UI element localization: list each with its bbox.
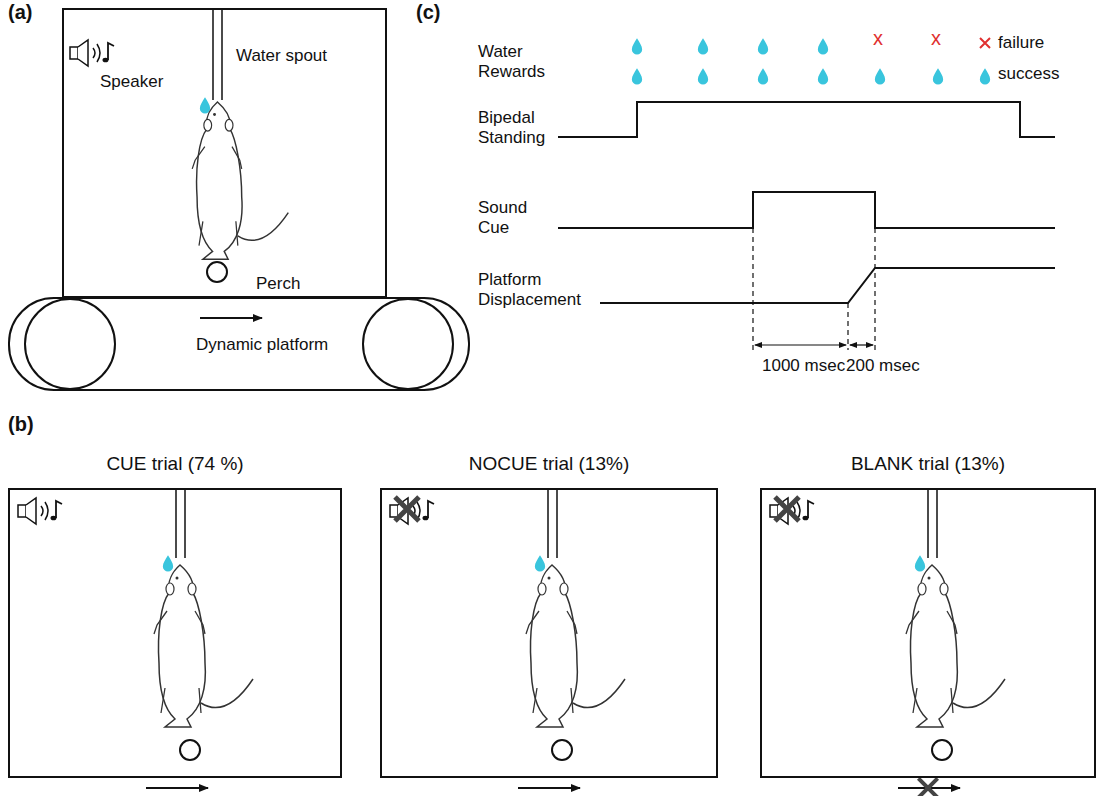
trial-heading: NOCUE trial (13%) bbox=[382, 454, 716, 474]
trial-heading: BLANK trial (13%) bbox=[762, 454, 1094, 474]
legend-text: success bbox=[998, 64, 1059, 84]
part-label: Speaker bbox=[100, 72, 163, 92]
duration-label: 200 msec bbox=[846, 356, 920, 376]
panel-label: (b) bbox=[8, 414, 34, 434]
part-label: Water spout bbox=[236, 46, 327, 66]
failure-mark: x bbox=[873, 28, 883, 48]
signal-name: Sound Cue bbox=[478, 198, 548, 238]
trial-box: BLANK trial (13%) bbox=[760, 488, 1096, 778]
panel-label: (a) bbox=[8, 2, 32, 22]
legend-text: failure bbox=[998, 33, 1044, 53]
chamber-box: Speaker Water spoutPerch bbox=[62, 8, 387, 298]
part-label: Perch bbox=[256, 274, 300, 294]
trial-heading: CUE trial (74 %) bbox=[10, 454, 340, 474]
signal-name: Bipedal Standing bbox=[478, 108, 558, 148]
trial-box: NOCUE trial (13%) bbox=[380, 488, 718, 778]
part-label: Dynamic platform bbox=[196, 335, 328, 355]
platform-belt: Dynamic platform bbox=[8, 297, 470, 391]
panel-label: (c) bbox=[416, 2, 440, 22]
duration-label: 1000 msec bbox=[762, 356, 845, 376]
signal-name: Platform Displacement bbox=[478, 270, 590, 310]
signal-name: Water Rewards bbox=[478, 42, 558, 82]
failure-mark: x bbox=[931, 28, 941, 48]
trial-box: CUE trial (74 %) bbox=[8, 488, 342, 778]
